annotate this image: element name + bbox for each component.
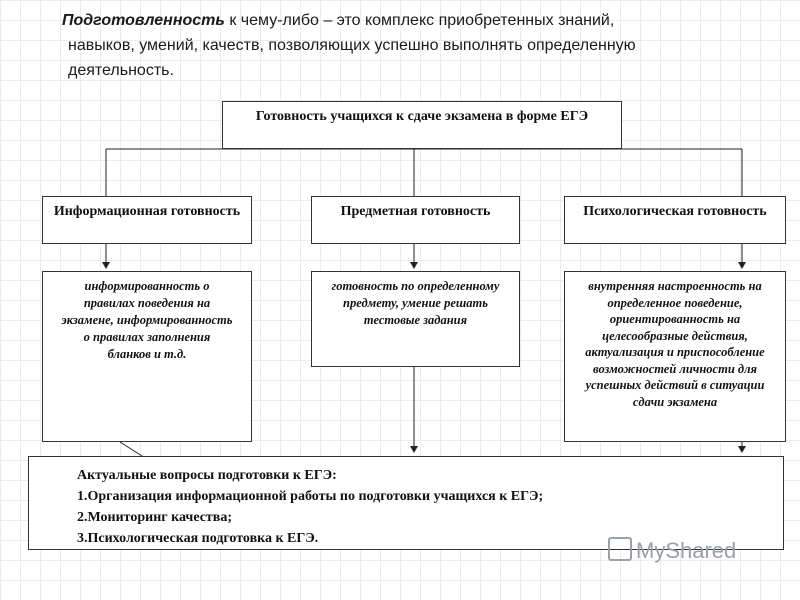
- watermark-text: MyShared: [636, 538, 737, 563]
- summary-item: 2.Мониторинг качества;: [77, 510, 233, 525]
- definition-line-1: Подготовленность к чему-либо – это компл…: [62, 8, 752, 33]
- summary-item: 1.Организация информационной работы по п…: [77, 489, 544, 504]
- category-label: Информационная готовность: [53, 204, 241, 219]
- diagram-title-box: Готовность учащихся к сдаче экзамена в ф…: [222, 101, 622, 149]
- category-box-information: Информационная готовность: [42, 196, 252, 244]
- definition-term: Подготовленность: [62, 12, 225, 29]
- description-text: информированность о правилах поведения н…: [61, 279, 233, 361]
- arrow-left-to-summary: [119, 441, 143, 457]
- description-box-subject: готовность по определенному предмету, ум…: [311, 271, 520, 367]
- definition-line-3: деятельность.: [68, 62, 174, 79]
- description-box-information: информированность о правилах поведения н…: [42, 271, 252, 442]
- category-box-subject: Предметная готовность: [311, 196, 520, 244]
- definition-line-2: навыков, умений, качеств, позволяющих ус…: [68, 37, 636, 54]
- category-box-psychological: Психологическая готовность: [564, 196, 786, 244]
- description-text: готовность по определенному предмету, ум…: [331, 279, 500, 327]
- watermark-logo: MyShared: [608, 537, 736, 564]
- description-box-psychological: внутренняя настроенность на определенное…: [564, 271, 786, 442]
- category-label: Психологическая готовность: [583, 204, 767, 219]
- logo-icon: [608, 537, 632, 561]
- description-text: внутренняя настроенность на определенное…: [585, 279, 765, 409]
- definition-line-1-text: к чему-либо – это комплекс приобретенных…: [224, 12, 615, 29]
- diagram-title: Готовность учащихся к сдаче экзамена в ф…: [255, 109, 589, 124]
- category-label: Предметная готовность: [340, 204, 491, 219]
- summary-item: 3.Психологическая подготовка к ЕГЭ.: [77, 531, 319, 546]
- definition-text: Подготовленность к чему-либо – это компл…: [62, 8, 752, 83]
- summary-heading: Актуальные вопросы подготовки к ЕГЭ:: [77, 468, 337, 483]
- summary-box: Актуальные вопросы подготовки к ЕГЭ: 1.О…: [28, 456, 784, 550]
